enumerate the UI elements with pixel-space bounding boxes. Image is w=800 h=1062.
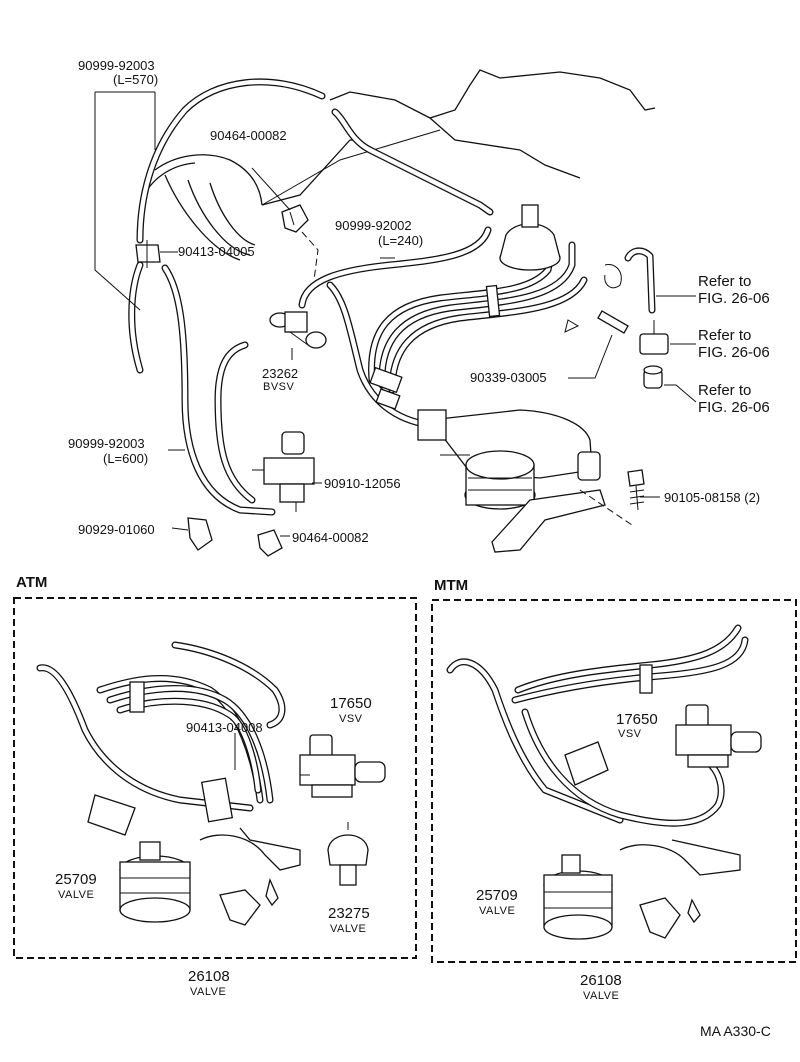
reference-1-line1: Refer to — [698, 273, 752, 290]
joint-top-icon — [135, 240, 161, 268]
hose-l240-part-label: 90999-92002 — [335, 218, 412, 233]
clamp-top-label: 90464-00082 — [210, 128, 287, 143]
cap-small-icon — [643, 365, 663, 389]
figure-code: MA A330-C — [700, 1023, 771, 1039]
reference-3-line2: FIG. 26-06 — [698, 399, 770, 416]
atm-valve-name-label: VALVE — [58, 889, 95, 901]
atm-vsv-part-label: 17650 — [330, 695, 372, 712]
vsv-main-icon — [252, 431, 315, 512]
hose-l600-length-label: (L=600) — [103, 451, 149, 466]
hose-l240-length-label: (L=240) — [378, 233, 424, 248]
bolt-part-label: 90105-08158 (2) — [664, 490, 761, 505]
hose-l600-part-label: 90999-92003 — [68, 436, 145, 451]
clamp-bottom-label: 90464-00082 — [292, 530, 369, 545]
mtm-valve-name-label: VALVE — [479, 905, 516, 917]
bolt-icon — [627, 469, 645, 511]
mtm-vsv-name-label: VSV — [618, 728, 642, 740]
actuator-small-icon — [639, 320, 669, 355]
atm-assembly-name-label: VALVE — [190, 986, 227, 998]
atm-joint-label: 90413-04008 — [186, 720, 263, 735]
atm-assembly-part-label: 26108 — [188, 968, 230, 985]
pipe-upper-right — [331, 108, 494, 216]
clamp-left-label: 90929-01060 — [78, 522, 155, 537]
vsv-part-label: 90910-12056 — [324, 476, 401, 491]
mtm-assembly-part-label: 26108 — [580, 972, 622, 989]
atm-valve2-name-label: VALVE — [330, 923, 367, 935]
clamp-top-icon — [281, 204, 309, 233]
bvsv-part-label: 23262 — [262, 366, 299, 381]
engine-outline — [141, 69, 656, 261]
reference-3-line1: Refer to — [698, 382, 752, 399]
hook-hose-icon — [604, 247, 656, 314]
mtm-title: MTM — [434, 577, 469, 594]
filter-icon — [564, 310, 629, 334]
mtm-box — [431, 599, 797, 963]
hose-l240 — [298, 226, 492, 309]
hose-l570-part-label: 90999-92003 — [78, 58, 155, 73]
filter-part-label: 90339-03005 — [470, 370, 547, 385]
joint-top-label: 90413-04005 — [178, 244, 255, 259]
atm-valve-part-label: 25709 — [55, 871, 97, 888]
hose-l600 — [161, 264, 276, 516]
hose-l570 — [128, 78, 326, 374]
atm-title: ATM — [16, 574, 48, 591]
atm-valve2-part-label: 23275 — [328, 905, 370, 922]
reference-1-line2: FIG. 26-06 — [698, 290, 770, 307]
hose-lower-loop — [214, 341, 256, 504]
mtm-valve-part-label: 25709 — [476, 887, 518, 904]
mtm-assembly-name-label: VALVE — [583, 990, 620, 1002]
atm-vsv-name-label: VSV — [339, 713, 363, 725]
reference-2-line1: Refer to — [698, 327, 752, 344]
reference-2-line2: FIG. 26-06 — [698, 344, 770, 361]
mtm-assembly-icon — [446, 624, 762, 940]
bvsv-name-label: BVSV — [263, 381, 295, 393]
atm-box — [13, 597, 417, 959]
valve-assembly-top-icon — [417, 409, 606, 553]
bundle-clamps — [369, 284, 501, 410]
mtm-vsv-part-label: 17650 — [616, 711, 658, 728]
hose-l570-length-label: (L=570) — [113, 72, 159, 87]
clamp-left-icon — [187, 517, 213, 551]
atm-assembly-icon — [36, 641, 386, 926]
bvsv-icon — [269, 311, 327, 349]
clamp-bottom-icon — [257, 529, 283, 557]
vacuum-actuator-top-icon — [499, 204, 561, 271]
hose-bundle-main — [326, 241, 588, 429]
